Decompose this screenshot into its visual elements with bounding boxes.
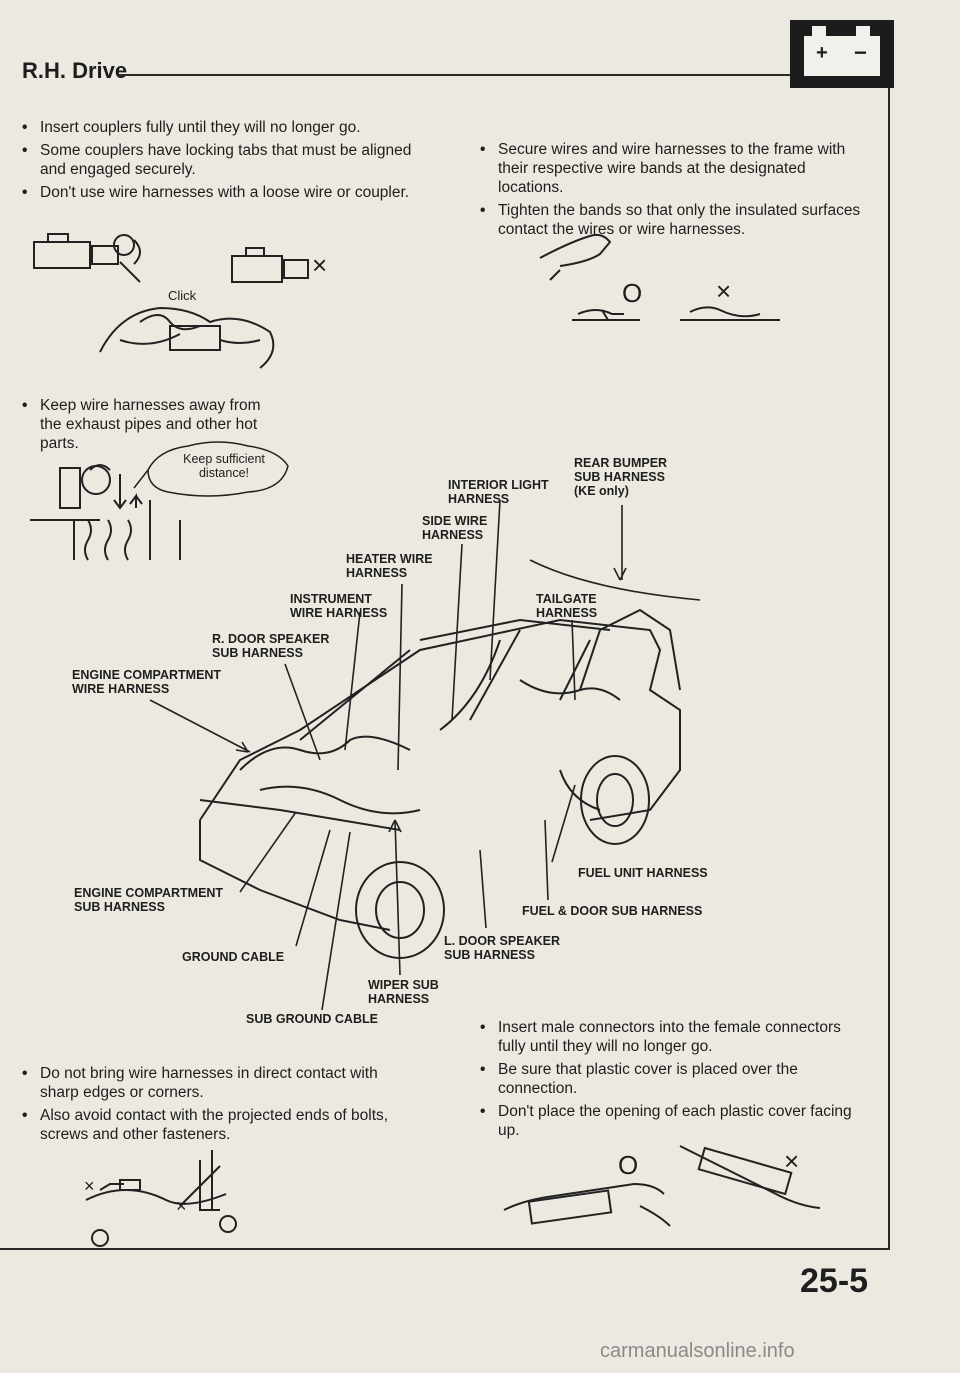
- bullet: Insert couplers fully until they will no…: [20, 118, 420, 137]
- page-number: 25-5: [800, 1262, 869, 1300]
- ng-mark: ×: [784, 1146, 800, 1176]
- bullet: Be sure that plastic cover is placed ove…: [478, 1060, 868, 1098]
- exhaust-illustration: [30, 464, 181, 561]
- section-title: R.H. Drive: [22, 58, 128, 83]
- bullet: Insert male connectors into the female c…: [478, 1018, 868, 1056]
- ng-mark: ×: [176, 1196, 187, 1216]
- band-ok-illustration: [539, 233, 640, 321]
- ok-mark: O: [622, 278, 643, 308]
- hands-illustration: [99, 306, 275, 369]
- sharp-edge-illustration: [85, 1150, 237, 1247]
- bullet: Tighten the bands so that only the insul…: [478, 201, 868, 239]
- ng-mark: ×: [84, 1176, 95, 1196]
- bullet: Also avoid contact with the projected en…: [20, 1106, 420, 1144]
- connector-ok-illustration: [503, 1182, 671, 1227]
- band-ng-illustration: [680, 306, 780, 321]
- bullet: Secure wires and wire harnesses to the f…: [478, 140, 868, 197]
- label-l-door-speaker: L. DOOR SPEAKER SUB HARNESS: [444, 934, 560, 962]
- bullet: Don't use wire harnesses with a loose wi…: [20, 183, 420, 202]
- right-border-rule: [888, 88, 890, 1248]
- callout-text: Keep sufficient distance!: [183, 452, 265, 480]
- coupler-bullets: Insert couplers fully until they will no…: [20, 118, 420, 206]
- watermark: carmanualsonline.info: [600, 1340, 795, 1362]
- label-instrument: INSTRUMENT WIRE HARNESS: [290, 592, 388, 620]
- label-wiper-sub: WIPER SUB HARNESS: [368, 978, 439, 1006]
- ng-mark: ×: [312, 250, 328, 280]
- ok-mark: O: [618, 1150, 639, 1180]
- label-interior-light: INTERIOR LIGHT HARNESS: [448, 478, 549, 506]
- bullet: Keep wire harnesses away from the exhaus…: [20, 396, 270, 453]
- label-side-wire: SIDE WIRE HARNESS: [422, 514, 488, 542]
- header-rule: [118, 74, 790, 76]
- connector-bullets: Insert male connectors into the female c…: [478, 1018, 868, 1144]
- sharp-edge-bullets: Do not bring wire harnesses in direct co…: [20, 1064, 420, 1148]
- coupler-ng-illustration: [231, 247, 309, 283]
- label-engine-comp-wire: ENGINE COMPARTMENT WIRE HARNESS: [72, 668, 222, 696]
- label-heater-wire: HEATER WIRE HARNESS: [346, 552, 433, 580]
- label-ground-cable: GROUND CABLE: [182, 950, 285, 964]
- label-r-door-speaker: R. DOOR SPEAKER SUB HARNESS: [212, 632, 330, 660]
- label-sub-ground: SUB GROUND CABLE: [246, 1012, 378, 1026]
- bullet: Do not bring wire harnesses in direct co…: [20, 1064, 420, 1102]
- click-label: Click: [168, 288, 197, 303]
- connector-ng-illustration: [679, 1145, 821, 1209]
- coupler-ok-illustration: [33, 233, 141, 283]
- label-rear-bumper: REAR BUMPER SUB HARNESS (KE only): [574, 456, 668, 498]
- label-tailgate: TAILGATE HARNESS: [536, 592, 598, 620]
- exhaust-bullet: Keep wire harnesses away from the exhaus…: [20, 396, 270, 457]
- label-fuel-unit: FUEL UNIT HARNESS: [578, 866, 708, 880]
- leader-lines: [149, 499, 701, 1011]
- band-bullets: Secure wires and wire harnesses to the f…: [478, 140, 868, 243]
- bullet: Some couplers have locking tabs that mus…: [20, 141, 420, 179]
- bullet: Don't place the opening of each plastic …: [478, 1102, 868, 1140]
- ng-mark: ×: [716, 276, 732, 306]
- battery-icon: +−: [790, 20, 894, 88]
- label-fuel-door-sub: FUEL & DOOR SUB HARNESS: [522, 904, 703, 918]
- footer-rule: [0, 1248, 890, 1250]
- label-engine-comp-sub: ENGINE COMPARTMENT SUB HARNESS: [74, 886, 224, 914]
- car-illustration: [199, 608, 681, 959]
